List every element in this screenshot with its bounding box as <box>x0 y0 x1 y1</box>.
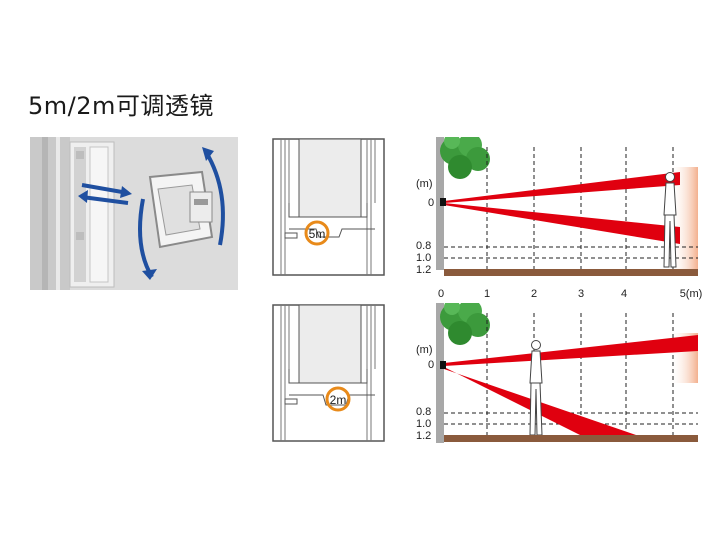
axis-tick: 4 <box>621 288 627 300</box>
page-title: 5m/2m可调透镜 <box>28 92 214 120</box>
detection-chart-2m: (m) 0 0.8 1.0 1.2 <box>416 303 698 443</box>
ground <box>444 435 698 442</box>
lens-rotation-illustration <box>30 137 238 290</box>
switch-ring <box>325 386 351 412</box>
switch-label-5m: 5m <box>309 227 326 241</box>
transfer-arrows-icon <box>78 183 132 205</box>
detection-chart-5m: (m) 0 0.8 1.0 1.2 <box>416 137 698 276</box>
person-icon <box>529 340 543 436</box>
switch-ring <box>304 220 330 246</box>
axis-tick: 3 <box>578 288 584 300</box>
axis-tick: 1 <box>484 288 490 300</box>
axis-tick: 0 <box>438 288 444 300</box>
height-label: 1.0 <box>416 418 431 430</box>
lens-part <box>148 170 214 249</box>
unit-label: (m) <box>416 178 433 190</box>
zero-label: 0 <box>428 197 434 209</box>
person-icon <box>663 172 677 268</box>
switch-diagram-5m: 5m <box>272 138 385 276</box>
height-label: 1.2 <box>416 430 431 442</box>
distance-axis: 0 1 2 3 4 5(m) <box>438 288 703 300</box>
switch-label-2m: 2m <box>330 393 347 407</box>
height-label: 0.8 <box>416 240 431 252</box>
detection-beams <box>444 335 698 435</box>
sensor-icon <box>440 361 446 369</box>
height-label: 0.8 <box>416 406 431 418</box>
tree-icon <box>440 137 490 179</box>
switch-diagram-2m: 2m <box>272 304 385 442</box>
height-label: 1.2 <box>416 264 431 276</box>
tree-icon <box>440 303 490 345</box>
ground <box>444 269 698 276</box>
height-label: 1.0 <box>416 252 431 264</box>
unit-label: (m) <box>416 344 433 356</box>
axis-tick: 5(m) <box>680 288 703 300</box>
zero-label: 0 <box>428 359 434 371</box>
detection-beams <box>444 172 680 244</box>
sensor-icon <box>440 198 446 206</box>
axis-tick: 2 <box>531 288 537 300</box>
